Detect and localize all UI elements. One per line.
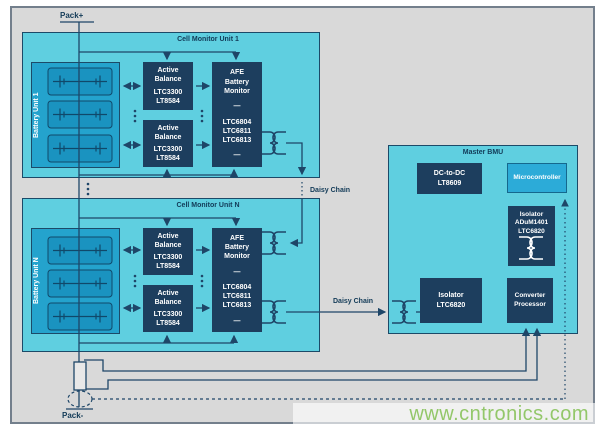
microcontroller-label: Microcontroller	[513, 173, 561, 181]
watermark-text: www.cntronics.com	[409, 402, 589, 425]
daisy-chain-label-to-master: Daisy Chain	[333, 298, 374, 305]
afe-n-dash-top: —	[233, 268, 241, 276]
cmun-title: Cell Monitor Unit N	[176, 202, 240, 209]
afe-1-title: AFE Battery Monitor	[224, 69, 250, 95]
daisy-chain-label-between-units: Daisy Chain	[310, 187, 351, 194]
active-balance-1a-title: Active Balance	[154, 66, 182, 83]
dc-dc-block: DC-to-DC LT8609	[417, 163, 482, 194]
isolator-adum-label: Isolator ADuM1401 LTC6820	[514, 211, 549, 235]
afe-n-parts: LTC6804 LTC6811 LTC6813	[222, 284, 252, 310]
converter-processor-block: Converter Processor	[507, 278, 553, 323]
active-balance-nb-block: Active Balance LTC3300 LT8584	[143, 285, 193, 332]
afe-1-parts: LTC6804 LTC6811 LTC6813	[222, 118, 252, 144]
afe-n-title: AFE Battery Monitor	[224, 235, 250, 261]
active-balance-1b-block: Active Balance LTC3300 LT8584	[143, 120, 193, 167]
active-balance-1a-parts: LTC3300 LT8584	[153, 88, 183, 106]
active-balance-1a-block: Active Balance LTC3300 LT8584	[143, 62, 193, 110]
active-balance-1b-title: Active Balance	[154, 124, 182, 141]
isolator-adum-block: Isolator ADuM1401 LTC6820	[508, 206, 555, 266]
watermark-band: www.cntronics.com	[293, 403, 595, 425]
pack-negative-label: Pack-	[62, 411, 84, 420]
cmu1-title: Cell Monitor Unit 1	[177, 36, 239, 43]
pack-positive-label: Pack+	[60, 11, 84, 20]
active-balance-na-title: Active Balance	[154, 232, 182, 249]
afe-n-dash-bottom: —	[233, 317, 241, 325]
active-balance-nb-parts: LTC3300 LT8584	[153, 311, 183, 328]
afe-monitor-n-block: AFE Battery Monitor — LTC6804 LTC6811 LT…	[212, 228, 262, 332]
afe-1-dash-bottom: —	[233, 152, 241, 160]
active-balance-na-block: Active Balance LTC3300 LT8584	[143, 228, 193, 275]
afe-1-dash-top: —	[233, 103, 241, 111]
battery-unit-n-label: Battery Unit N	[33, 257, 40, 305]
active-balance-nb-title: Active Balance	[154, 289, 182, 306]
battery-unit-1-label: Battery Unit 1	[33, 92, 40, 138]
active-balance-na-parts: LTC3300 LT8584	[153, 254, 183, 271]
master-bmu-title: Master BMU	[462, 149, 504, 156]
active-balance-1b-parts: LTC3300 LT8584	[153, 146, 183, 163]
isolator-ltc6820-block: Isolator LTC6820	[420, 278, 482, 323]
microcontroller-block: Microcontroller	[507, 163, 567, 193]
afe-monitor-1-block: AFE Battery Monitor — LTC6804 LTC6811 LT…	[212, 62, 262, 167]
